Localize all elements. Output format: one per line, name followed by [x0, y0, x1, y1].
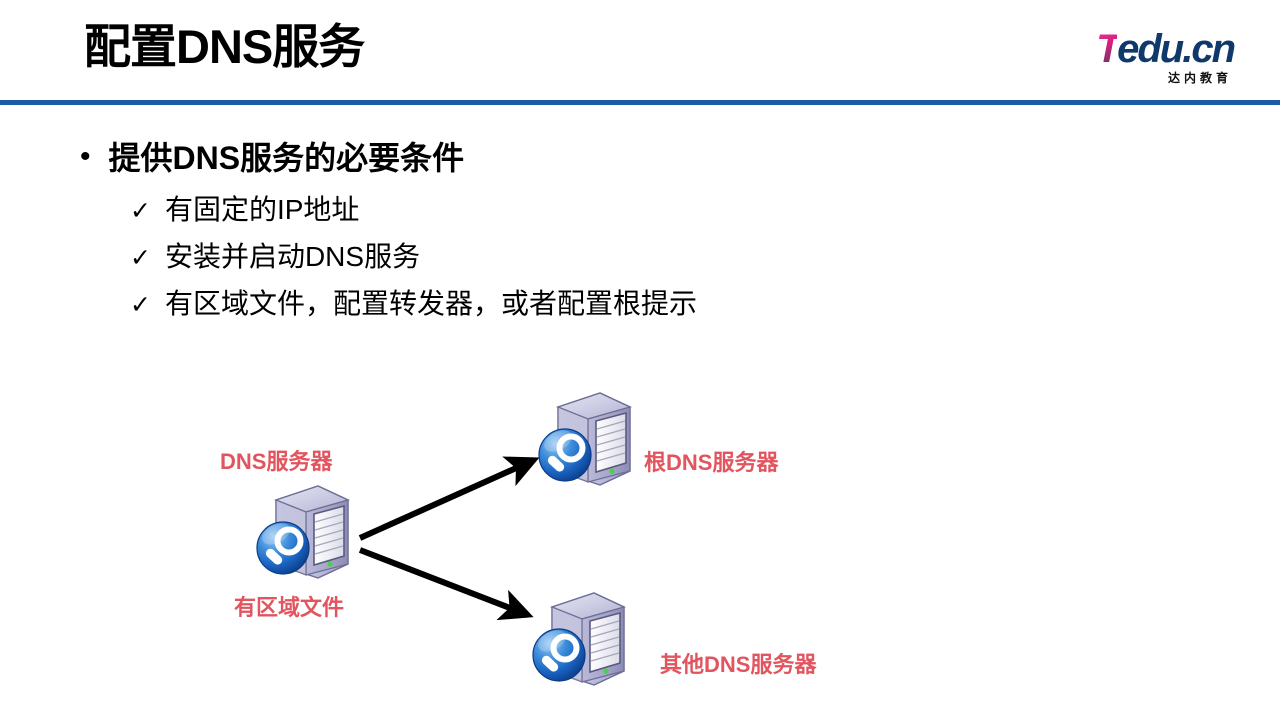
- bullet-dot-icon: •: [80, 140, 91, 173]
- list-item-label: 有固定的IP地址: [164, 194, 360, 225]
- logo-word-rest: edu.cn: [1117, 27, 1236, 71]
- bullet-level1: • 提供DNS服务的必要条件: [80, 138, 464, 178]
- list-item-label: 有区域文件，配置转发器，或者配置根提示: [164, 288, 697, 319]
- server-icon: [256, 485, 350, 579]
- node-label-dns-server: DNS服务器: [220, 449, 333, 474]
- node-label-has-zone-file: 有区域文件: [234, 595, 345, 620]
- node-root-dns-server: 根DNS服务器: [534, 385, 778, 493]
- node-label-root-dns-server: 根DNS服务器: [644, 450, 779, 475]
- logo-letter-t: T: [1096, 27, 1119, 71]
- server-icon: [532, 592, 626, 686]
- node-dns-server: DNS服务器 有区域文件: [220, 449, 360, 620]
- sub-bullet-list: ✓ 有固定的IP地址 ✓ 安装并启动DNS服务 ✓ 有区域文件，配置转发器，或者…: [130, 190, 697, 331]
- list-item: ✓ 有固定的IP地址: [130, 190, 697, 237]
- arrow-to-root-dns: [358, 456, 540, 541]
- header-divider: [0, 100, 1280, 105]
- node-label-other-dns-server: 其他DNS服务器: [660, 652, 817, 677]
- list-item: ✓ 有区域文件，配置转发器，或者配置根提示: [130, 284, 697, 331]
- tedu-logo: Tedu.cn 达内教育: [1064, 27, 1236, 90]
- page-title: 配置DNS服务: [84, 20, 365, 73]
- list-item-label: 安装并启动DNS服务: [164, 241, 421, 272]
- list-item: ✓ 安装并启动DNS服务: [130, 237, 697, 284]
- arrow-to-other-dns: [358, 547, 534, 621]
- node-other-dns-server: 其他DNS服务器: [528, 585, 816, 693]
- check-icon: ✓: [130, 244, 151, 272]
- check-icon: ✓: [130, 291, 151, 319]
- bullet-level1-label: 提供DNS服务的必要条件: [108, 140, 465, 176]
- dns-topology-diagram: DNS服务器 有区域文件 根DNS服务器: [0, 360, 1280, 720]
- logo-subtitle: 达内教育: [1167, 71, 1232, 85]
- check-icon: ✓: [130, 197, 151, 225]
- server-icon: [538, 392, 632, 486]
- logo-wordmark: Tedu.cn: [1064, 27, 1236, 71]
